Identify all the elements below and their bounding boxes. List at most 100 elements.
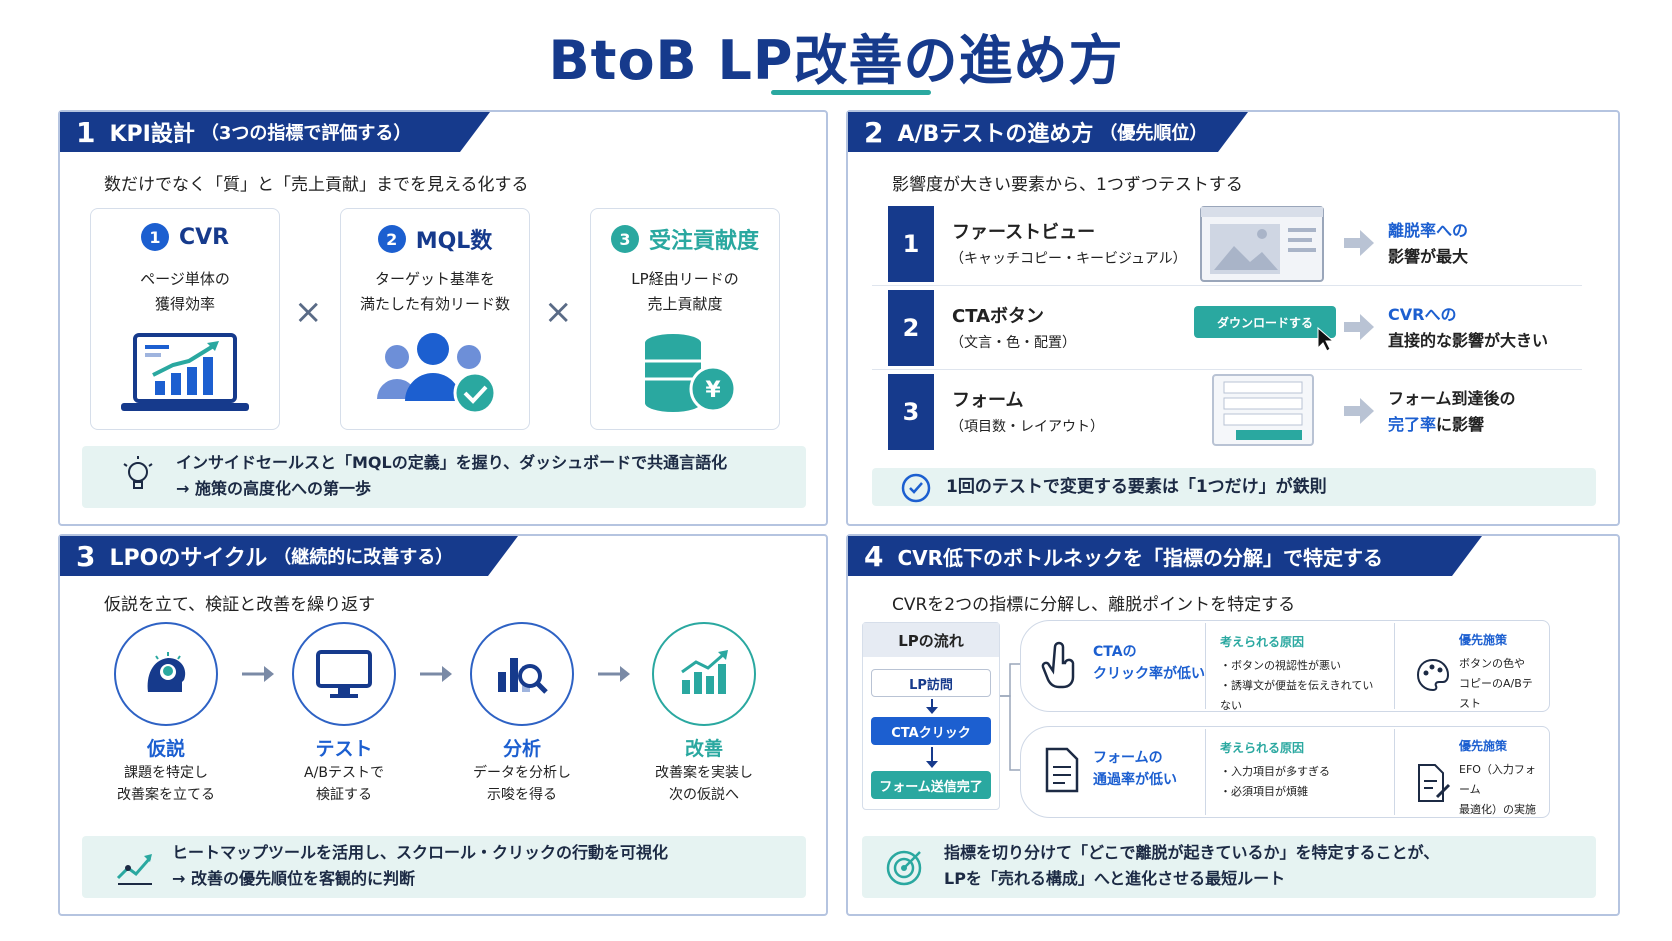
heatmap-chart-icon xyxy=(116,854,152,885)
palette-icon xyxy=(1416,658,1450,692)
kpi-panel-title: KPI設計 xyxy=(109,122,195,147)
kpi-tip-line: → 施策の高度化への第一歩 xyxy=(176,479,371,498)
ab-row-name: フォーム xyxy=(952,390,1024,411)
kpi-card-number: 3 xyxy=(610,225,639,253)
chart-magnifier-icon xyxy=(498,658,548,694)
ab-row-name: CTAボタン xyxy=(952,306,1045,327)
bottleneck-cause: 考えられる原因 ・ボタンの視認性が悪い ・誘導文が便益を伝えきれていない xyxy=(1205,623,1395,712)
bottleneck-measure: 優先施策 ボタンの色や コピーのA/Bテスト xyxy=(1413,631,1543,714)
ab-row-effect: CVRへの直接的な影響が大きい xyxy=(1388,302,1548,354)
lpo-tip-line: ヒートマップツールを活用し、スクロール・クリックの行動を可視化 xyxy=(172,843,669,862)
hand-pointer-icon xyxy=(1041,641,1075,689)
cause-item: ・ボタンの視認性が悪い xyxy=(1220,659,1341,672)
flow-connector xyxy=(1000,663,1022,771)
cycle-step-analysis xyxy=(470,622,574,726)
bottleneck-card-form: フォームの通過率が低い 考えられる原因 ・入力項目が多すぎる ・必須項目が煩雑 … xyxy=(1020,726,1550,818)
cycle-step-name: 仮説 xyxy=(146,738,185,760)
ab-effect-line: 影響が最大 xyxy=(1388,247,1469,266)
cycle-desc-line: 改善案を立てる xyxy=(117,787,215,803)
kpi-card-name: 受注貢献度 xyxy=(648,229,759,254)
kpi-card-desc: LP経由リードの xyxy=(631,270,739,288)
kpi-card-name: CVR xyxy=(178,224,230,250)
kpi-card-number: 1 xyxy=(140,223,169,251)
cycle-step-improve xyxy=(652,622,756,726)
cause-heading: 考えられる原因 xyxy=(1220,635,1305,649)
kpi-card-desc: 売上貢献度 xyxy=(647,295,723,313)
bottleneck-name-line: クリック率が低い xyxy=(1093,666,1205,682)
kpi-tip-box xyxy=(82,446,806,508)
flow-step-visit: LP訪問 xyxy=(871,669,991,697)
bottleneck-name-line: 通過率が低い xyxy=(1093,772,1177,788)
cycle-desc-line: 課題を特定し xyxy=(124,765,208,781)
bottleneck-tip-line: LPを「売れる構成」へと進化させる最短ルート xyxy=(944,869,1286,888)
bottleneck-measure: 優先施策 EFO（入力フォーム 最適化）の実施 xyxy=(1413,737,1543,820)
cycle-desc-line: 示唆を得る xyxy=(487,787,557,803)
cycle-desc-line: データを分析し xyxy=(473,765,571,781)
ab-panel-subtitle: （優先順位） xyxy=(1099,123,1208,144)
right-arrow-icon xyxy=(242,666,274,682)
right-arrow-icon xyxy=(1344,230,1374,256)
lpo-panel-title: LPOのサイクル xyxy=(109,546,268,571)
ab-panel-title: A/Bテストの進め方 xyxy=(897,122,1094,147)
monitor-icon xyxy=(316,650,372,698)
ab-effect-highlight: 完了率 xyxy=(1388,415,1437,434)
cycle-step-name: 分析 xyxy=(502,738,541,760)
cause-item: ・入力項目が多すぎる xyxy=(1220,765,1330,778)
cycle-step-desc: A/Bテストで検証する xyxy=(264,762,424,806)
down-arrow-icon xyxy=(926,699,938,714)
kpi-lead: 数だけでなく「質」と「売上貢献」までを見える化する xyxy=(104,175,529,195)
cycle-step-desc: 課題を特定し改善案を立てる xyxy=(86,762,246,806)
laptop-chart-icon xyxy=(121,333,249,411)
flow-step-cta-click: CTAクリック xyxy=(871,717,991,745)
right-arrow-icon xyxy=(1344,314,1374,340)
check-circle-icon xyxy=(901,473,931,503)
bottleneck-card-cta: CTAのクリック率が低い 考えられる原因 ・ボタンの視認性が悪い ・誘導文が便益… xyxy=(1020,620,1550,712)
growth-chart-icon xyxy=(681,650,728,694)
ab-panel-header: 2 A/Bテストの進め方 （優先順位） xyxy=(848,112,1248,152)
measure-text: コピーのA/Bテスト xyxy=(1459,677,1533,710)
target-icon xyxy=(886,850,922,886)
kpi-panel-subtitle: （3つの指標で評価する） xyxy=(200,123,412,144)
ab-row-sub: （文言・色・配置） xyxy=(950,335,1076,351)
title-underline xyxy=(771,90,931,95)
page-title: BtoB LP改善の進め方 xyxy=(548,29,1124,92)
flow-step-form-complete: フォーム送信完了 xyxy=(871,771,991,799)
ab-rule-text: 1回のテストで変更する要素は「1つだけ」が鉄則 xyxy=(946,477,1327,497)
multiply-sign: × xyxy=(544,292,573,332)
measure-text: ボタンの色や xyxy=(1459,657,1525,670)
ab-row-number: 1 xyxy=(888,206,934,282)
bottleneck-panel-title: CVR低下のボトルネックを「指標の分解」で特定する xyxy=(897,545,1384,570)
ab-panel: 2 A/Bテストの進め方 （優先順位） 影響度が大きい要素から、1つずつテストす… xyxy=(846,110,1620,526)
kpi-panel-header: 1 KPI設計 （3つの指標で評価する） xyxy=(60,112,490,152)
ab-effect-line: CVRへの xyxy=(1388,305,1457,324)
multiply-sign: × xyxy=(294,292,323,332)
kpi-card-desc: 獲得効率 xyxy=(154,295,215,313)
bottleneck-panel-header: 4 CVR低下のボトルネックを「指標の分解」で特定する xyxy=(848,536,1482,576)
cycle-step-desc: データを分析し示唆を得る xyxy=(442,762,602,806)
ab-lead: 影響度が大きい要素から、1つずつテストする xyxy=(892,175,1243,195)
lpo-tip-box xyxy=(82,836,806,898)
cycle-desc-line: 改善案を実装し xyxy=(655,765,753,781)
kpi-tip-text: インサイドセールスと「MQLの定義」を握り、ダッシュボードで共通言語化→ 施策の… xyxy=(176,450,727,502)
ab-row-number: 2 xyxy=(888,290,934,366)
lightbulb-icon xyxy=(123,456,153,489)
cycle-desc-line: 検証する xyxy=(316,787,372,803)
lp-flow-box: LPの流れ LP訪問 CTAクリック フォーム送信完了 xyxy=(862,622,1000,810)
lpo-lead: 仮説を立て、検証と改善を繰り返す xyxy=(104,595,376,615)
bottleneck-panel-number: 4 xyxy=(864,539,884,573)
ab-effect-line: に影響 xyxy=(1436,415,1485,434)
bottleneck-card-name: CTAのクリック率が低い xyxy=(1093,641,1205,685)
ab-effect-line: 直接的な影響が大きい xyxy=(1388,331,1549,350)
kpi-card-name: MQL数 xyxy=(415,229,493,254)
document-icon xyxy=(1045,747,1079,793)
kpi-card-desc: ターゲット基準を xyxy=(374,270,495,288)
ab-row-number: 3 xyxy=(888,374,934,450)
ab-effect-line: 離脱率への xyxy=(1388,221,1469,240)
ab-row-sub: （キャッチコピー・キービジュアル） xyxy=(950,251,1187,267)
lpo-tip-text: ヒートマップツールを活用し、スクロール・クリックの行動を可視化→ 改善の優先順位… xyxy=(172,840,668,892)
measure-heading: 優先施策 xyxy=(1459,633,1508,647)
svg-text:¥: ¥ xyxy=(705,378,721,403)
bottleneck-lead: CVRを2つの指標に分解し、離脱ポイントを特定する xyxy=(892,595,1296,615)
